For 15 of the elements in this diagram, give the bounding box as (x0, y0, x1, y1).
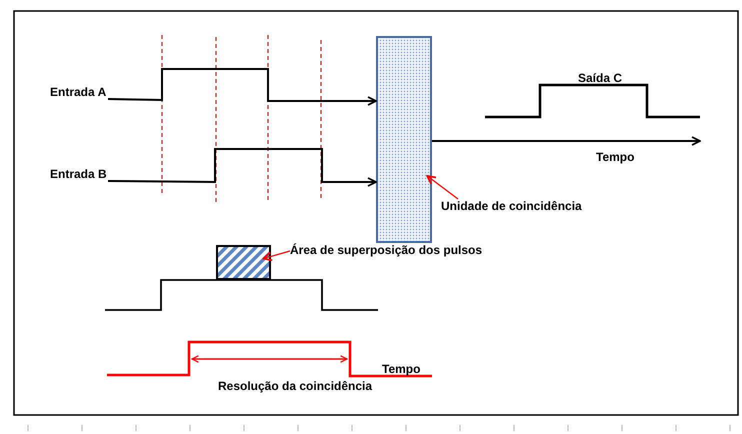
axis-label: Tempo (382, 362, 420, 376)
overlap-area-box (216, 245, 271, 280)
signal-arrow (108, 148, 377, 187)
callout-text: Área de superposição dos pulsos (290, 243, 482, 257)
signal-arrow (108, 68, 377, 106)
resolution-label: Resolução da coincidência (218, 379, 372, 393)
input-label: Entrada A (50, 85, 106, 99)
leader-line (426, 175, 458, 200)
leader-line (262, 250, 290, 262)
signal-arrow (432, 136, 701, 146)
axis-label: Tempo (596, 150, 634, 164)
input-label: Entrada B (50, 167, 107, 181)
coincidence-unit-box (376, 36, 432, 243)
output-label: Saída C (578, 71, 622, 85)
callout-text: Unidade de coincidência (441, 199, 582, 213)
